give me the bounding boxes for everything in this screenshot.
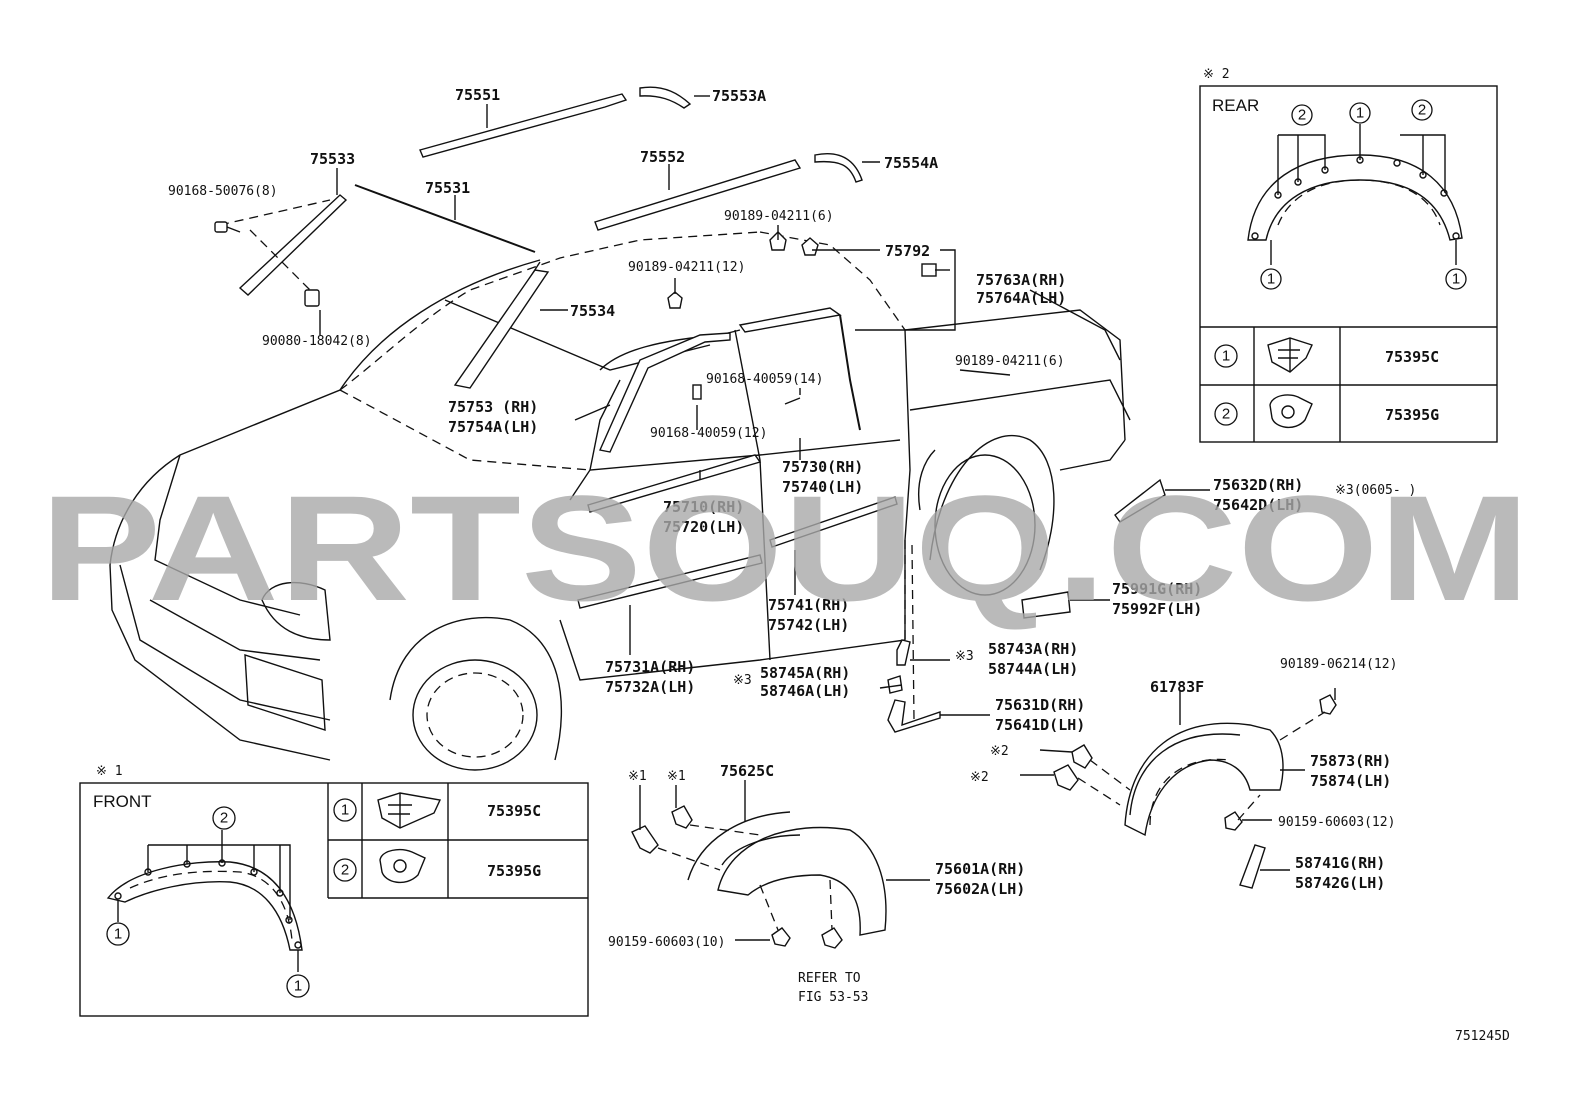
label-58742G: 58742G(LH)	[1295, 874, 1385, 892]
moldings	[219, 86, 1166, 733]
label-75754A: 75754A(LH)	[448, 418, 538, 436]
label-75601A: 75601A(RH)	[935, 860, 1025, 878]
clip-icon-rear-1	[1267, 337, 1313, 373]
label-75992F: 75992F(LH)	[1112, 600, 1202, 618]
label-75731A: 75731A(RH)	[605, 658, 695, 676]
label-75764A: 75764A(LH)	[976, 289, 1066, 307]
mark-2a: ※2	[990, 744, 1009, 759]
rear-row-2-part: 75395G	[1385, 406, 1439, 424]
label-75873: 75873(RH)	[1310, 752, 1391, 770]
label-75732A: 75732A(LH)	[605, 678, 695, 696]
rear-callout-2a: 2	[1298, 107, 1306, 124]
label-75553A: 75553A	[712, 87, 766, 105]
label-75792: 75792	[885, 242, 930, 260]
label-61783F: 61783F	[1150, 678, 1204, 696]
leader-lines	[319, 95, 1336, 941]
clip-icon-front-1	[377, 792, 442, 829]
note-3: ※3(0605- )	[1335, 483, 1416, 498]
label-75741: 75741(RH)	[768, 596, 849, 614]
front-callout-1a: 1	[114, 926, 122, 943]
label-90189-04211-12: 90189-04211(12)	[628, 260, 745, 275]
inset-front-title: FRONT	[93, 792, 152, 811]
refer-line-2: FIG 53-53	[798, 990, 868, 1005]
rear-callout-2b: 2	[1418, 102, 1426, 119]
label-58744A: 58744A(LH)	[988, 660, 1078, 678]
label-75631D: 75631D(RH)	[995, 696, 1085, 714]
front-row-1-index: 1	[341, 802, 349, 819]
front-fender-flare	[657, 811, 887, 936]
figure-code: 751245D	[1455, 1029, 1510, 1044]
rear-row-2-index: 2	[1222, 406, 1230, 423]
label-75531: 75531	[425, 179, 470, 197]
label-75641D: 75641D(LH)	[995, 716, 1085, 734]
mark-1b: ※1	[667, 769, 686, 784]
rear-row-1-index: 1	[1222, 348, 1230, 365]
label-75720: 75720(LH)	[663, 518, 744, 536]
front-callout-1b: 1	[294, 978, 302, 995]
rear-callout-1c: 1	[1452, 271, 1460, 288]
label-75602A: 75602A(LH)	[935, 880, 1025, 898]
label-90080-18042: 90080-18042(8)	[262, 334, 372, 349]
label-58743A: 58743A(RH)	[988, 640, 1078, 658]
label-90168-40059-12: 90168-40059(12)	[650, 426, 767, 441]
label-75874: 75874(LH)	[1310, 772, 1391, 790]
label-90159-60603-12: 90159-60603(12)	[1278, 815, 1395, 830]
mark-3b: ※3	[733, 673, 752, 688]
clip-icon-rear-2	[1269, 394, 1313, 428]
label-90189-06214: 90189-06214(12)	[1280, 657, 1397, 672]
watermark: PARTSOUQ.COM	[40, 464, 1530, 632]
label-75740: 75740(LH)	[782, 478, 863, 496]
inset-front: ※ 1 FRONT 2 1 1 1 2 75395C 75395G	[79, 764, 589, 1017]
label-75632D: 75632D(RH)	[1213, 476, 1303, 494]
label-75552: 75552	[640, 148, 685, 166]
label-75730: 75730(RH)	[782, 458, 863, 476]
label-90159-60603-10: 90159-60603(10)	[608, 935, 725, 950]
label-75763A: 75763A(RH)	[976, 271, 1066, 289]
label-75710: 75710(RH)	[663, 498, 744, 516]
part-labels: 75551 75553A 75552 75554A 75533 90168-50…	[168, 86, 1416, 1005]
label-75551: 75551	[455, 86, 500, 104]
label-75533: 75533	[310, 150, 355, 168]
label-75742: 75742(LH)	[768, 616, 849, 634]
label-90168-50076: 90168-50076(8)	[168, 184, 278, 199]
inset-rear-title: REAR	[1212, 96, 1259, 115]
label-75753: 75753 (RH)	[448, 398, 538, 416]
rear-callout-1a: 1	[1356, 105, 1364, 122]
mark-1a: ※1	[628, 769, 647, 784]
fasteners	[214, 221, 1337, 949]
rear-fender-flare	[1077, 711, 1326, 889]
inset-rear-marker: ※ 2	[1203, 67, 1230, 82]
front-row-2-index: 2	[341, 862, 349, 879]
label-75991G: 75991G(RH)	[1112, 580, 1202, 598]
label-58746A: 58746A(LH)	[760, 682, 850, 700]
label-90189-04211-6a: 90189-04211(6)	[724, 209, 834, 224]
label-90189-04211-6b: 90189-04211(6)	[955, 354, 1065, 369]
label-75642D: 75642D(LH)	[1213, 496, 1303, 514]
front-row-2-part: 75395G	[487, 862, 541, 880]
label-90168-40059-14: 90168-40059(14)	[706, 372, 823, 387]
label-75625C: 75625C	[720, 762, 774, 780]
front-row-1-part: 75395C	[487, 802, 541, 820]
rear-row-1-part: 75395C	[1385, 348, 1439, 366]
inset-rear: ※ 2 REAR 2 1 2 1 1 1 2 75395C 75395G	[1199, 67, 1498, 443]
refer-line-1: REFER TO	[798, 971, 861, 986]
rear-callout-1b: 1	[1267, 271, 1275, 288]
label-58741G: 58741G(RH)	[1295, 854, 1385, 872]
mark-2b: ※2	[970, 770, 989, 785]
mark-3a: ※3	[955, 649, 974, 664]
label-75554A: 75554A	[884, 154, 938, 172]
label-75534: 75534	[570, 302, 615, 320]
front-callout-2: 2	[220, 810, 228, 827]
clip-icon-front-2	[379, 848, 426, 884]
label-58745A: 58745A(RH)	[760, 664, 850, 682]
inset-front-marker: ※ 1	[96, 764, 123, 779]
